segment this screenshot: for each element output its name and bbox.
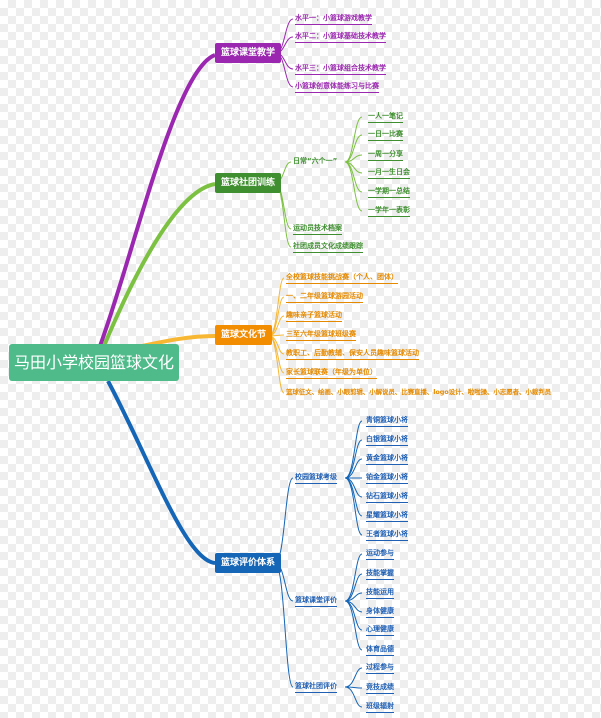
classroom-eval-item[interactable]: 身体健康 [366,606,394,618]
eval-group-club[interactable]: 篮球社团评价 [295,681,337,693]
club-eval-item[interactable]: 竞技成绩 [366,682,394,694]
branch-classroom-teaching[interactable]: 篮球课堂教学 [215,43,282,63]
branch-club-training[interactable]: 篮球社团训练 [215,173,282,193]
grading-item[interactable]: 铂金篮球小将 [366,472,408,484]
festival-item[interactable]: 一、二年级篮球游园活动 [286,291,363,303]
classroom-eval-item[interactable]: 运动参与 [366,548,394,560]
six-ones-item[interactable]: 一学期一总结 [368,186,410,198]
festival-item[interactable]: 教职工、后勤教辅、保安人员趣味篮球活动 [286,348,419,360]
club-eval-item[interactable]: 班级辐射 [366,701,394,713]
festival-item[interactable]: 家长篮球联赛（年级为单位） [286,367,377,379]
six-ones-item[interactable]: 一日一比赛 [368,129,403,141]
six-ones-item[interactable]: 一人一笔记 [368,111,403,123]
six-ones-item[interactable]: 一学年一表彰 [368,205,410,217]
root-topic[interactable]: 马田小学校园篮球文化 [9,344,179,381]
classroom-eval-item[interactable]: 体育品德 [366,644,394,656]
eval-group-grading[interactable]: 校园篮球考级 [295,472,337,484]
festival-item[interactable]: 趣味亲子篮球活动 [286,310,342,322]
six-ones-item[interactable]: 一周一分享 [368,149,403,161]
festival-item[interactable]: 三至六年级篮球班级赛 [286,329,356,341]
club-item[interactable]: 运动员技术档案 [293,223,342,235]
classroom-eval-item[interactable]: 技能掌握 [366,568,394,580]
club-eval-item[interactable]: 过程参与 [366,662,394,674]
grading-item[interactable]: 星耀篮球小将 [366,510,408,522]
grading-item[interactable]: 青铜篮球小将 [366,415,408,427]
six-ones-item[interactable]: 一月一生日会 [368,167,410,179]
branch-culture-festival[interactable]: 篮球文化节 [215,325,273,345]
grading-item[interactable]: 钻石篮球小将 [366,491,408,503]
eval-group-classroom[interactable]: 篮球课堂评价 [295,595,337,607]
grading-item[interactable]: 白银篮球小将 [366,434,408,446]
festival-item[interactable]: 全校篮球技能挑战赛（个人、团体） [286,272,398,284]
grading-item[interactable]: 王者篮球小将 [366,529,408,541]
branch-evaluation-system[interactable]: 篮球评价体系 [215,553,282,573]
grading-item[interactable]: 黄金篮球小将 [366,453,408,465]
classroom-item[interactable]: 水平二：小篮球基础技术教学 [295,31,386,43]
classroom-item[interactable]: 水平一：小篮球游戏教学 [295,13,372,25]
club-item[interactable]: 社团成员文化成绩跟踪 [293,241,363,253]
club-sub-six-ones[interactable]: 日常“六个一” [293,157,338,165]
classroom-eval-item[interactable]: 心理健康 [366,624,394,636]
festival-item[interactable]: 篮球征文、绘画、小眼剪辑、小解说员、比赛直播、logo设计、啦啦操、小志愿者、小… [286,388,552,396]
classroom-eval-item[interactable]: 技能运用 [366,587,394,599]
classroom-item[interactable]: 小篮球创意体能练习与比赛 [295,81,379,93]
classroom-item[interactable]: 水平三：小篮球组合技术教学 [295,63,386,75]
